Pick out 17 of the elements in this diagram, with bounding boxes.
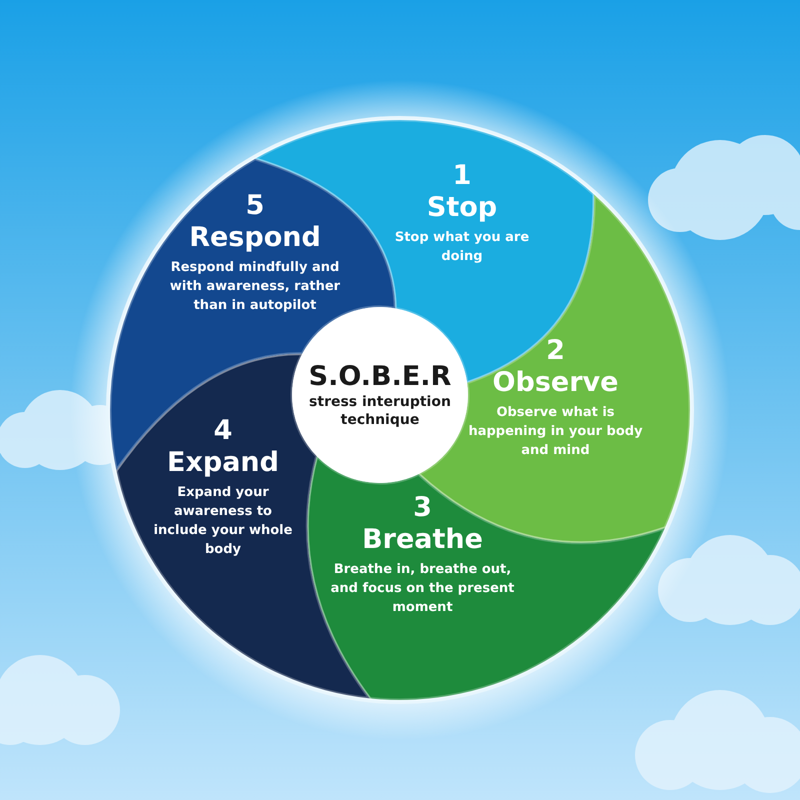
step-description: Respond mindfully and with awareness, rather than in autopilot — [168, 259, 342, 315]
step-title: Respond — [188, 222, 322, 254]
step-description: Stop what you are doing — [394, 229, 530, 266]
step-number: 5 — [244, 190, 266, 222]
step-description: Breathe in, breathe out, and focus on the present moment — [330, 561, 516, 617]
step-title: Observe — [492, 367, 620, 399]
step-description: Expand your awareness to include your whole body — [152, 484, 294, 559]
step-description: Observe what is happening in your body and mind — [468, 404, 643, 460]
step-title: Breathe — [361, 524, 484, 556]
subtitle: stress interuption technique — [308, 393, 452, 429]
acronym-title: S.O.B.E.R — [308, 361, 452, 393]
step-number: 4 — [212, 415, 234, 447]
step-number: 3 — [412, 492, 433, 524]
step-number: 1 — [452, 160, 472, 192]
step-number: 2 — [545, 335, 566, 367]
step-title: Stop — [426, 192, 498, 224]
step-title: Expand — [166, 447, 280, 479]
